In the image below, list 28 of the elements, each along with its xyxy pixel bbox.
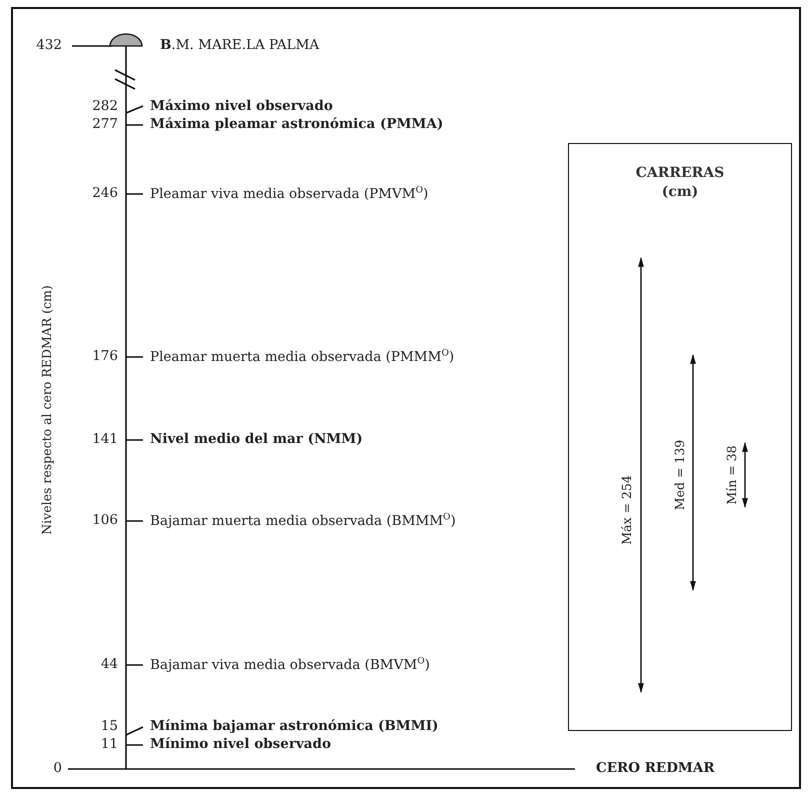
range-value: Mín = 38 [724,445,740,505]
level-value: 11 [100,737,118,753]
level-name: Nivel medio del mar (NMM) [150,432,363,448]
level-value: 277 [92,117,118,133]
level-value: 106 [92,513,118,529]
range-value: Máx = 254 [620,475,634,545]
axis-title: Niveles respecto al cero REDMAR (cm) [40,285,54,535]
level-name: Máximo nivel observado [150,99,333,115]
level-value: 44 [100,657,118,673]
level-value: 176 [92,349,118,365]
level-name: Bajamar viva media observada (BMVM$^{O}$) [150,656,430,674]
level-name: Pleamar viva media observada (PMVM$^{O}$) [150,186,428,202]
benchmark-label: B.M. MARE.LA PALMA [160,38,320,54]
level-name: Mínimo nivel observado [150,737,331,753]
panel-heading: CARRERAS (cm) [634,164,726,202]
level-value: 141 [92,432,118,448]
level-value: 432 [36,38,62,54]
range-panel [568,143,792,731]
level-value: 282 [92,99,118,115]
level-name: Pleamar muerta media observada (PMMM$^{O}$) [150,348,454,366]
range-value: Med = 139 [672,440,688,510]
level-value: 246 [92,186,118,202]
level-name: Máxima pleamar astronómica (PMMA) [150,117,444,133]
level-name: Mínima bajamar astronómica (BMMI) [150,719,438,735]
level-value: 0 [53,761,62,777]
level-name: Bajamar muerta media observada (BMMM$^{O}$) [150,512,456,530]
level-value: 15 [100,719,118,735]
datum-label: CERO REDMAR [596,761,715,777]
